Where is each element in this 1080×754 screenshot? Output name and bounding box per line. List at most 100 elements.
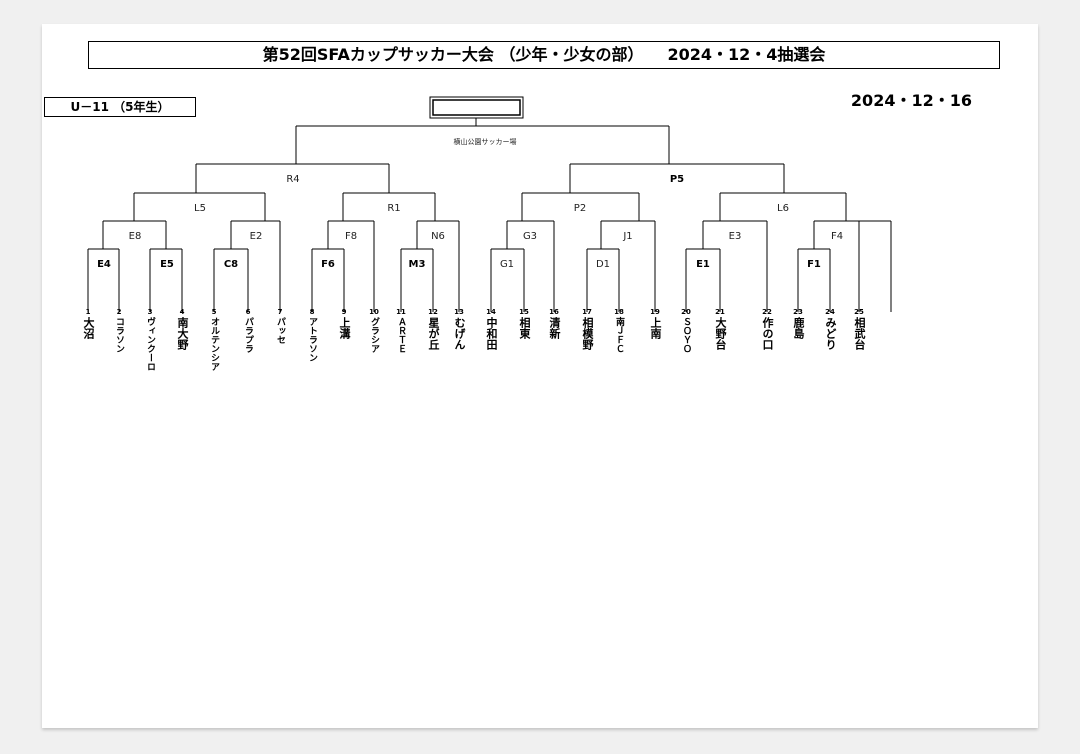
team-name: 相武台 bbox=[853, 317, 866, 350]
tournament-title: 第52回SFAカップサッカー大会 （少年・少女の部） 2024・12・4抽選会 bbox=[88, 41, 1000, 69]
team-name: 清新 bbox=[548, 317, 561, 339]
team-name: 作の口 bbox=[761, 317, 774, 350]
quarterfinal-label: L6 bbox=[777, 203, 789, 214]
team-number: 2 bbox=[116, 308, 122, 316]
team-name: グラシア bbox=[369, 317, 379, 353]
team-number: 3 bbox=[147, 308, 153, 316]
team-number: 1 bbox=[85, 308, 91, 316]
team-entry: 3 ヴィンクーロ bbox=[142, 307, 158, 371]
team-name: 南大野 bbox=[176, 317, 189, 350]
round1-label: F6 bbox=[321, 259, 335, 270]
round1-label: F1 bbox=[807, 259, 821, 270]
team-name: みどり bbox=[824, 317, 837, 350]
team-number: 23 bbox=[793, 308, 803, 316]
team-entry: 10 グラシア bbox=[366, 307, 382, 353]
age-category-label: U－11 （5年生） bbox=[44, 97, 196, 117]
document-date: 2024・12・16 bbox=[850, 91, 972, 110]
venue-label: 横山公園サッカー場 bbox=[454, 137, 517, 146]
round1-label: D1 bbox=[596, 259, 610, 270]
team-entry: 4 南大野 bbox=[174, 307, 190, 350]
round2-label: F4 bbox=[831, 231, 843, 242]
team-number: 13 bbox=[454, 308, 464, 316]
team-number: 7 bbox=[277, 308, 283, 316]
team-number: 24 bbox=[825, 308, 835, 316]
team-entry: 9 上溝 bbox=[336, 307, 352, 339]
team-number: 4 bbox=[179, 308, 185, 316]
team-name: 大沼 bbox=[82, 317, 95, 339]
team-entry: 15 相東 bbox=[516, 307, 532, 339]
team-name: コラソン bbox=[114, 317, 124, 353]
team-number: 14 bbox=[486, 308, 496, 316]
round1-label: C8 bbox=[224, 259, 238, 270]
final-box-inner bbox=[432, 99, 521, 116]
team-entry: 13 むげん bbox=[451, 307, 467, 350]
team-number: 20 bbox=[681, 308, 691, 316]
round1-label: M3 bbox=[409, 259, 426, 270]
team-name: 大野台 bbox=[714, 317, 727, 350]
team-entry: 19 上南 bbox=[647, 307, 663, 339]
team-name: パラプラ bbox=[243, 317, 253, 353]
round1-label: E1 bbox=[696, 259, 710, 270]
team-number: 12 bbox=[428, 308, 438, 316]
team-name: 中和田 bbox=[485, 317, 498, 350]
round2-label: J1 bbox=[622, 231, 632, 242]
quarterfinal-label: P2 bbox=[574, 203, 586, 214]
team-entry: 24 みどり bbox=[822, 307, 838, 350]
team-name: 上溝 bbox=[338, 317, 351, 339]
team-number: 5 bbox=[211, 308, 217, 316]
team-name: ヴィンクーロ bbox=[145, 317, 155, 371]
team-name: ＡＲＴＥ bbox=[396, 317, 406, 353]
team-name: 相模野 bbox=[581, 317, 594, 350]
round2-label: E8 bbox=[129, 231, 142, 242]
team-name: 南ＪＦＣ bbox=[614, 317, 624, 353]
team-number: 9 bbox=[341, 308, 347, 316]
semifinal-label: R4 bbox=[286, 174, 299, 185]
team-entry: 8 アトラソン bbox=[304, 307, 320, 362]
round1-label: E4 bbox=[97, 259, 111, 270]
team-entry: 23 鹿島 bbox=[790, 307, 806, 339]
team-entry: 11 ＡＲＴＥ bbox=[393, 307, 409, 353]
team-name: 鹿島 bbox=[792, 317, 805, 339]
team-name: むげん bbox=[453, 317, 466, 350]
team-entry: 21 大野台 bbox=[712, 307, 728, 350]
team-number: 18 bbox=[614, 308, 624, 316]
team-name: 相東 bbox=[518, 317, 531, 339]
team-number: 15 bbox=[519, 308, 529, 316]
round2-label: N6 bbox=[431, 231, 445, 242]
team-name: オルテンシア bbox=[209, 317, 219, 371]
team-entry: 14 中和田 bbox=[483, 307, 499, 350]
quarterfinal-label: L5 bbox=[194, 203, 206, 214]
team-number: 11 bbox=[396, 308, 406, 316]
team-entry: 6 パラプラ bbox=[240, 307, 256, 353]
quarterfinal-label: R1 bbox=[387, 203, 400, 214]
team-entry: 18 南ＪＦＣ bbox=[611, 307, 627, 353]
team-entry: 20 ＳＯＹＯ bbox=[678, 307, 694, 353]
team-entry: 5 オルテンシア bbox=[206, 307, 222, 371]
semifinal-label: P5 bbox=[670, 174, 684, 185]
team-entry: 12 星が丘 bbox=[425, 307, 441, 350]
round1-label: G1 bbox=[500, 259, 514, 270]
team-name: 上南 bbox=[649, 317, 662, 339]
team-number: 19 bbox=[650, 308, 660, 316]
team-number: 8 bbox=[309, 308, 315, 316]
team-entry: 1 大沼 bbox=[80, 307, 96, 339]
team-number: 6 bbox=[245, 308, 251, 316]
team-number: 21 bbox=[715, 308, 725, 316]
team-number: 10 bbox=[369, 308, 379, 316]
round2-label: G3 bbox=[523, 231, 537, 242]
round2-label: E2 bbox=[250, 231, 263, 242]
team-entry: 17 相模野 bbox=[579, 307, 595, 350]
team-number: 22 bbox=[762, 308, 772, 316]
team-entry: 7 パッセ bbox=[272, 307, 288, 344]
team-entry: 22 作の口 bbox=[759, 307, 775, 350]
round1-label: E5 bbox=[160, 259, 174, 270]
team-name: パッセ bbox=[275, 317, 285, 344]
team-number: 16 bbox=[549, 308, 559, 316]
tournament-bracket: 横山公園サッカー場 R4 P5 L5 R1 P2 bbox=[87, 96, 892, 312]
round2-label: F8 bbox=[345, 231, 357, 242]
team-entry: 16 清新 bbox=[546, 307, 562, 339]
team-name: ＳＯＹＯ bbox=[681, 317, 691, 353]
team-number: 25 bbox=[854, 308, 864, 316]
document-page: 第52回SFAカップサッカー大会 （少年・少女の部） 2024・12・4抽選会 … bbox=[42, 24, 1038, 728]
